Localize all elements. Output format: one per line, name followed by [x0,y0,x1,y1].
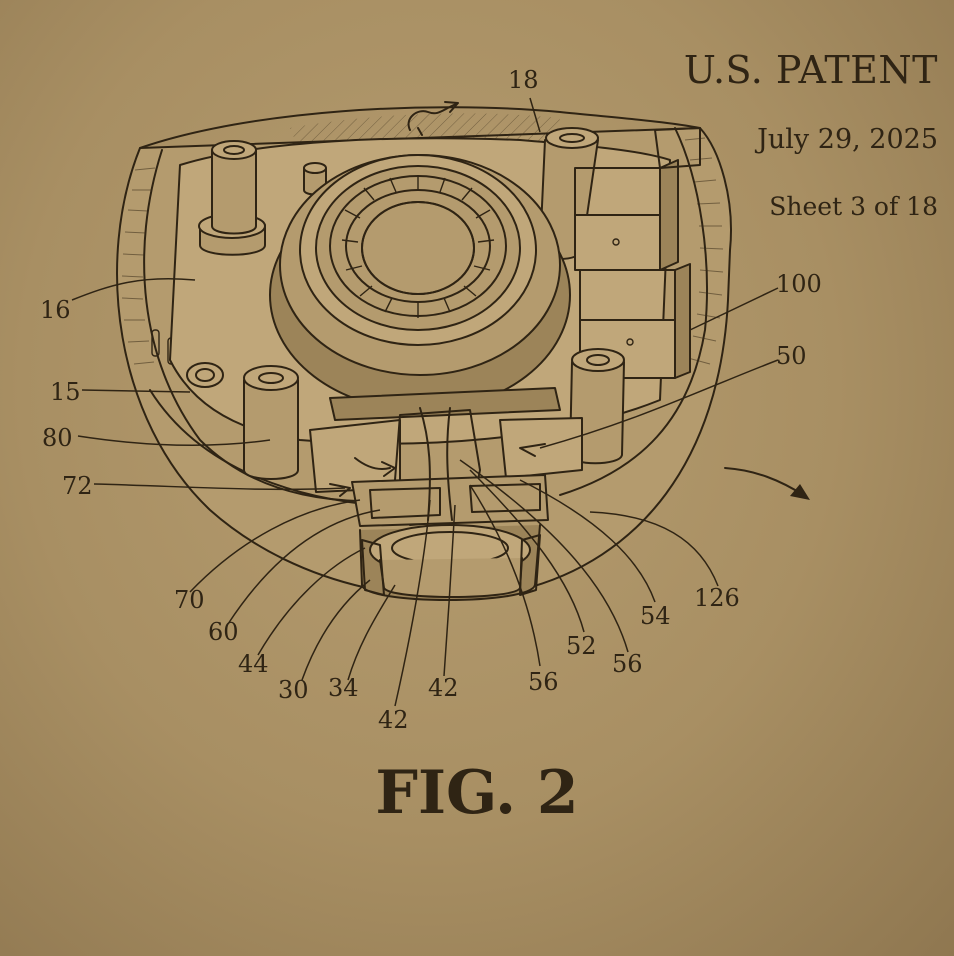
ref-34: 34 [328,674,359,702]
fastener-15 [186,362,224,388]
ref-18: 18 [508,66,539,94]
lower-cup [359,524,541,601]
ref-70: 70 [174,586,205,614]
ref-60: 60 [208,618,239,646]
patent-date: July 29, 2025 [757,124,938,155]
ref-100: 100 [776,270,822,298]
ref-52: 52 [566,632,597,660]
lower-left-post [243,365,299,480]
figure-title: FIG. 2 [375,758,579,828]
left-post [198,140,266,256]
ref-15: 15 [50,378,81,406]
ref-126: 126 [694,584,740,612]
rotation-arrow-right [724,467,810,500]
ref-42-lower: 42 [378,706,409,734]
ref-30: 30 [278,676,309,704]
actuator-mechanism [309,127,583,527]
leader-lines [71,97,779,707]
ref-42-upper: 42 [428,674,459,702]
ref-72: 72 [62,472,93,500]
ref-56-upper: 56 [612,650,643,678]
rotation-arrow-top [407,101,459,131]
ref-56-lower: 56 [528,668,559,696]
ref-16: 16 [40,296,71,324]
ref-80: 80 [42,424,73,452]
patent-header-title: U.S. PATENT [683,48,938,92]
central-ring-assembly [269,154,571,411]
sheet-number: Sheet 3 of 18 [769,192,938,221]
ref-54: 54 [640,602,671,630]
ref-50: 50 [776,342,807,370]
ref-44: 44 [238,650,269,678]
lower-right-post [569,348,625,465]
reference-numerals: 18 16 15 80 72 70 60 44 30 34 42 42 56 5… [40,66,822,734]
